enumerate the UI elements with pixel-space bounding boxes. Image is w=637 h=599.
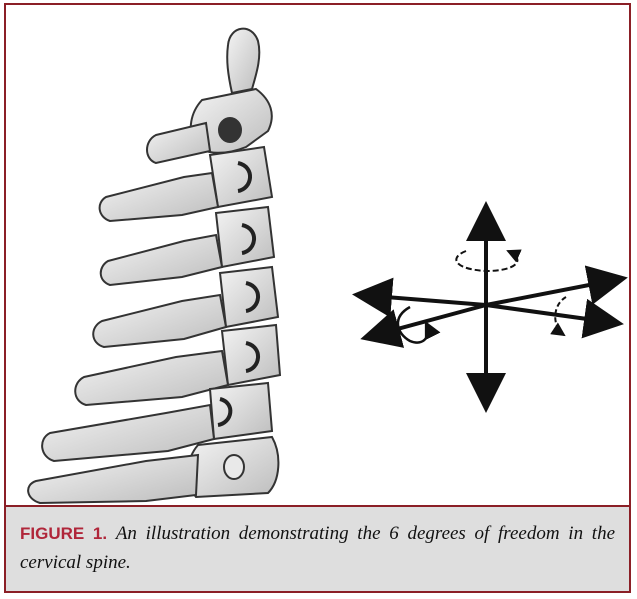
horizontal-axis-left-arrow bbox=[360, 295, 486, 305]
figure-frame: FIGURE 1. An illustration demonstrating … bbox=[4, 3, 631, 593]
six-dof-axes-diagram bbox=[360, 209, 620, 405]
cervical-spine-illustration bbox=[28, 29, 280, 503]
figure-illustration bbox=[6, 5, 629, 505]
diagonal-axis-upper-right-arrow bbox=[486, 279, 620, 305]
figure-caption: FIGURE 1. An illustration demonstrating … bbox=[6, 505, 629, 591]
figure-label: FIGURE 1. bbox=[20, 524, 107, 543]
horizontal-axis-right-arrow bbox=[486, 305, 616, 323]
figure-caption-text: An illustration demonstrating the 6 degr… bbox=[20, 523, 615, 573]
